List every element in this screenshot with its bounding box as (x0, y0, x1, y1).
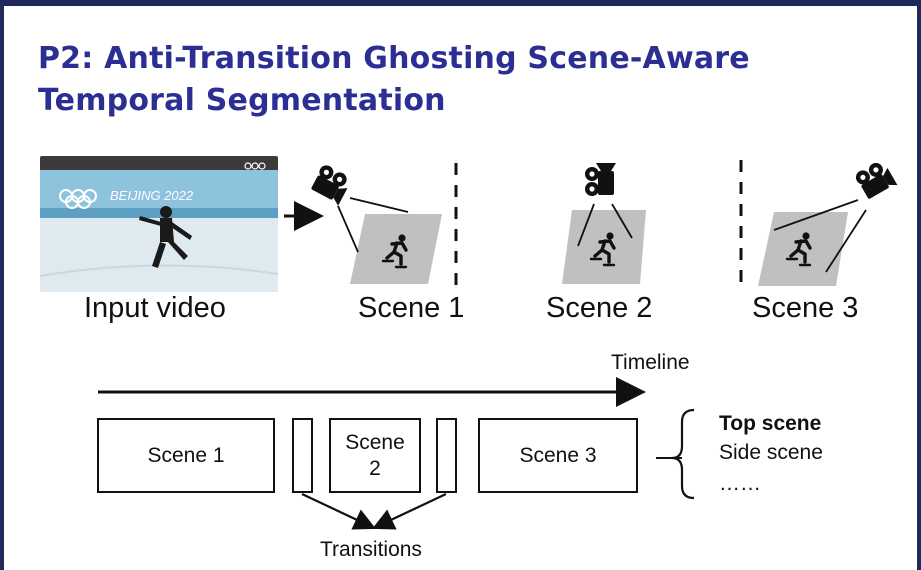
input-video-thumbnail: BEIJING 2022 (40, 156, 278, 292)
transitions-label: Transitions (320, 538, 422, 561)
brace-icon (671, 408, 695, 500)
scene1-illustration (308, 162, 442, 284)
segment-scene1: Scene 1 (97, 418, 275, 493)
segment-transition (436, 418, 457, 493)
scene1-caption: Scene 1 (358, 292, 465, 324)
camera-icon (585, 163, 616, 196)
segment-scene3: Scene 3 (478, 418, 638, 493)
camera-icon (308, 162, 353, 206)
transition-arrow (301, 493, 376, 530)
camera-icon (853, 158, 898, 202)
video-banner-text: BEIJING 2022 (110, 188, 194, 203)
input-video-caption: Input video (84, 292, 226, 324)
segment-scene2: Scene 2 (329, 418, 421, 493)
scene2-illustration (562, 163, 646, 284)
slide-title: P2: Anti-Transition Ghosting Scene-Aware… (38, 41, 750, 118)
transition-arrow (372, 493, 447, 530)
timeline-label: Timeline (611, 351, 690, 374)
scene2-caption: Scene 2 (546, 292, 653, 324)
scene3-illustration (758, 158, 898, 286)
view-more: …… (719, 472, 761, 495)
scene3-caption: Scene 3 (752, 292, 859, 324)
view-top-scene: Top scene (719, 412, 822, 435)
view-side-scene: Side scene (719, 441, 823, 464)
segment-transition (292, 418, 313, 493)
